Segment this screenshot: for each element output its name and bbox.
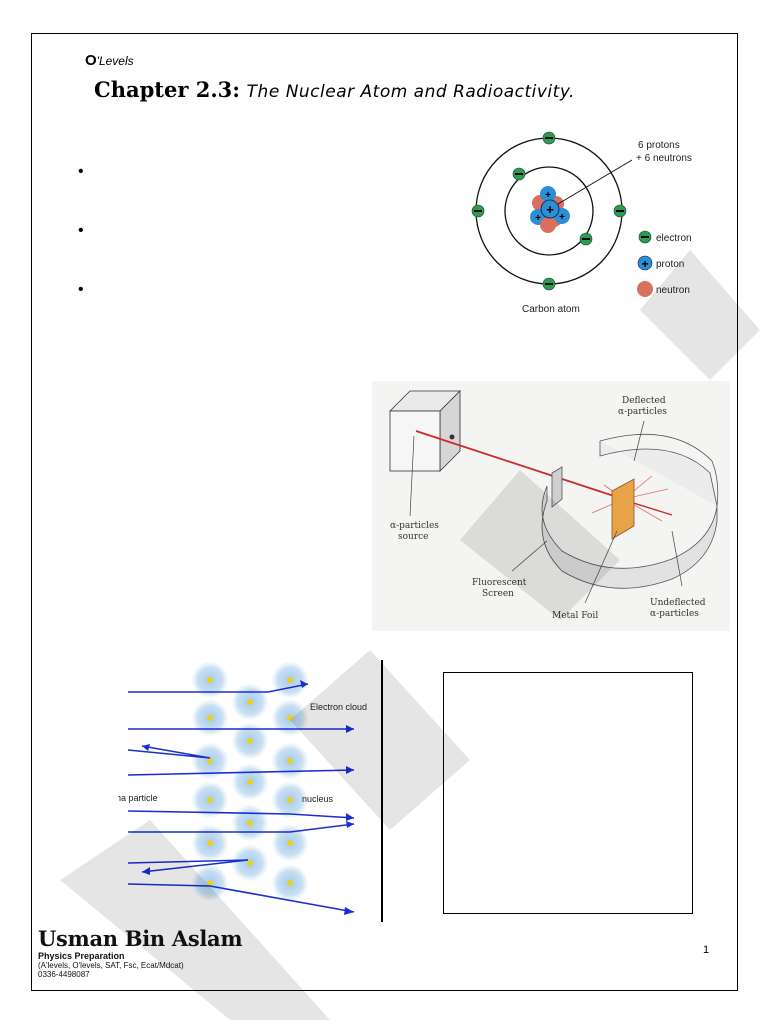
footer-logo: Usman Bin Aslam Physics Preparation (A'l… (38, 926, 243, 979)
page-border (31, 33, 738, 991)
label-screen-1: Fluorescent (472, 578, 527, 588)
svg-text:+: + (545, 190, 551, 201)
carbon-atom-diagram: + + + + 6 protons + 6 neutrons electron … (471, 131, 692, 315)
svg-text:+: + (546, 202, 554, 217)
svg-text:+: + (535, 213, 541, 224)
page-number: 1 (703, 944, 710, 956)
atom-clouds (192, 662, 308, 901)
arrow-heads (142, 680, 354, 915)
legend-neutron: neutron (656, 285, 690, 296)
vertical-divider (381, 660, 383, 922)
label-screen-2: Screen (482, 589, 514, 599)
bullet-2: • (78, 222, 84, 239)
chapter-title: The Nuclear Atom and Radioactivity. (246, 82, 575, 102)
label-lines (409, 420, 683, 604)
legend-proton: proton (656, 259, 684, 270)
alpha-beam (415, 430, 621, 499)
logo-line-2: (A'levels, O'levels, SAT, Fsc, Ecat/Mdca… (38, 961, 184, 970)
bullet-3: • (78, 281, 84, 298)
legend: electron + proton neutron (637, 230, 692, 297)
source-box (389, 390, 461, 472)
label-nucleus: nucleus (302, 794, 334, 804)
label-source-2: source (398, 532, 429, 542)
logo-line-1: Physics Preparation (38, 951, 125, 961)
svg-text:+: + (559, 212, 565, 223)
rutherford-apparatus-diagram: α-particles source Deflected α-particles… (372, 381, 730, 631)
nucleus-pointer (557, 159, 633, 205)
label-electron-cloud: Electron cloud (310, 702, 367, 712)
nucleus-note-2: + 6 neutrons (636, 153, 692, 164)
inner-orbit (504, 166, 594, 256)
bullet-1: • (78, 163, 84, 180)
alpha-scattering-diagram: Electron cloud Alpha particle nucleus (118, 662, 367, 915)
fluorescent-screen (541, 433, 719, 589)
label-undeflected-2: α-particles (650, 609, 699, 619)
legend-electron: electron (656, 233, 692, 244)
electrons (471, 131, 627, 291)
label-alpha-particle: Alpha particle (118, 793, 158, 803)
carbon-atom-caption: Carbon atom (522, 304, 580, 315)
svg-text:+: + (641, 257, 648, 271)
label-foil: Metal Foil (552, 611, 598, 621)
nucleus-note-1: 6 protons (638, 140, 680, 151)
alpha-paths (127, 683, 355, 913)
nucleus: + + + + (530, 186, 570, 233)
label-source-1: α-particles (390, 521, 439, 531)
chapter-label: Chapter 2.3: (94, 77, 240, 102)
metal-foil (611, 478, 635, 540)
level-label: O'Levels (85, 52, 134, 69)
label-undeflected-1: Undeflected (650, 598, 706, 608)
logo-name: Usman Bin Aslam (38, 926, 243, 951)
page-title: Chapter 2.3: The Nuclear Atom and Radioa… (94, 76, 575, 104)
label-deflected-2: α-particles (618, 407, 667, 417)
undeflected-beam (626, 500, 673, 516)
logo-line-3: 0336-4498087 (38, 970, 90, 979)
answer-box (443, 672, 693, 914)
label-deflected-1: Deflected (622, 396, 666, 406)
